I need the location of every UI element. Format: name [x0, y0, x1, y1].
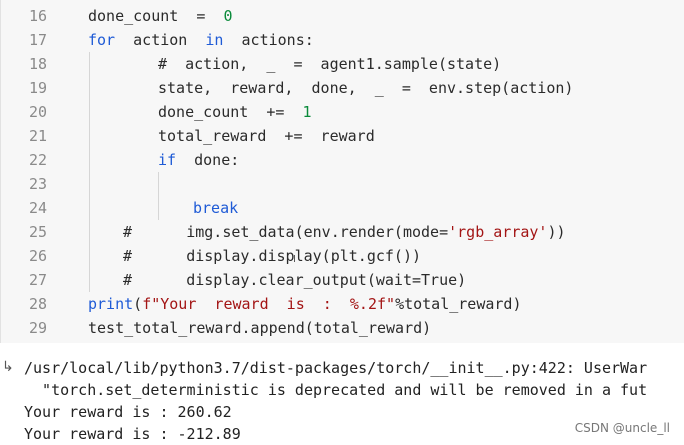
code-line[interactable]: 22 if done:	[1, 148, 684, 172]
code-text[interactable]: print(f"Your reward is : %.2f"%total_rew…	[88, 295, 522, 313]
code-line[interactable]: 16 done_count = 0	[1, 4, 684, 28]
code-line[interactable]: 21 total_reward += reward	[1, 124, 684, 148]
cell-output: ↳ /usr/local/lib/python3.7/dist-packages…	[0, 343, 684, 443]
indent-guide	[158, 172, 159, 220]
code-text[interactable]: for action in actions:	[88, 31, 314, 49]
line-number: 28	[28, 295, 47, 313]
indent-guide	[89, 52, 90, 292]
line-number: 27	[28, 271, 47, 289]
code-text[interactable]: state, reward, done, _ = env.step(action…	[158, 79, 574, 97]
code-line[interactable]: 28 print(f"Your reward is : %.2f"%total_…	[1, 292, 684, 316]
code-line[interactable]: 23	[1, 172, 684, 196]
code-text[interactable]: # action, _ = agent1.sample(state)	[158, 55, 502, 73]
code-line[interactable]: 20 done_count += 1	[1, 100, 684, 124]
line-number: 20	[28, 103, 47, 121]
line-number: 17	[28, 31, 47, 49]
text-cursor-icon: I	[293, 254, 296, 265]
output-arrow-icon: ↳	[2, 359, 14, 375]
code-line[interactable]: 24 break	[1, 196, 684, 220]
line-number: 26	[28, 247, 47, 265]
code-text[interactable]: done_count = 0	[88, 7, 233, 25]
output-line: Your reward is : 260.62	[24, 403, 232, 421]
code-text[interactable]: # img.set_data(env.render(mode='rgb_arra…	[123, 223, 566, 241]
output-line: /usr/local/lib/python3.7/dist-packages/t…	[24, 359, 648, 377]
code-text[interactable]: # display.clear_output(wait=True)	[123, 271, 467, 289]
code-line[interactable]: 18 # action, _ = agent1.sample(state)	[1, 52, 684, 76]
code-line[interactable]: 25 # img.set_data(env.render(mode='rgb_a…	[1, 220, 684, 244]
line-number: 29	[28, 319, 47, 337]
line-number: 18	[28, 55, 47, 73]
line-number: 21	[28, 127, 47, 145]
output-line: "torch.set_deterministic is deprecated a…	[24, 381, 648, 399]
code-text[interactable]: total_reward += reward	[158, 127, 375, 145]
code-line[interactable]: 19 state, reward, done, _ = env.step(act…	[1, 76, 684, 100]
code-line[interactable]: 17 for action in actions:	[1, 28, 684, 52]
watermark: CSDN @uncle_ll	[574, 421, 670, 435]
line-number: 16	[28, 7, 47, 25]
line-number: 25	[28, 223, 47, 241]
code-cell[interactable]: 16 done_count = 0 17 for action in actio…	[0, 0, 684, 343]
code-text[interactable]: break	[193, 199, 239, 217]
code-text[interactable]: test_total_reward.append(total_reward)	[88, 319, 432, 337]
code-text[interactable]: # display.display(plt.gcf())	[123, 247, 422, 265]
code-text[interactable]: done_count += 1	[158, 103, 312, 121]
output-line: Your reward is : -212.89	[24, 425, 241, 443]
code-text[interactable]: if done:	[158, 151, 240, 169]
code-line[interactable]: 26 # display.display(plt.gcf())	[1, 244, 684, 268]
line-number: 24	[28, 199, 47, 217]
line-number: 22	[28, 151, 47, 169]
line-number: 23	[28, 175, 47, 193]
code-line[interactable]: 27 # display.clear_output(wait=True)	[1, 268, 684, 292]
code-line[interactable]: 29 test_total_reward.append(total_reward…	[1, 316, 684, 340]
line-number: 19	[28, 79, 47, 97]
